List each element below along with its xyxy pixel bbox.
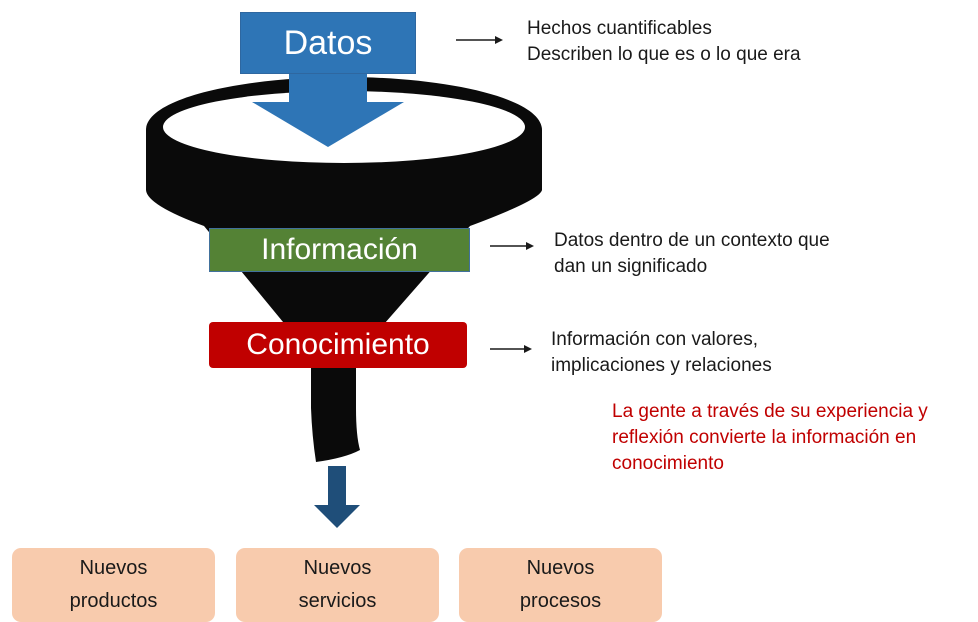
description-line: Datos dentro de un contexto que (554, 230, 830, 251)
datos-label: Datos (283, 23, 373, 62)
description-line: dan un significado (554, 256, 708, 277)
description-line: Información con valores, (551, 329, 758, 350)
output-line: Nuevos (303, 557, 372, 579)
experience-note: La gente a través de su experiencia y re… (612, 399, 928, 477)
conocimiento-description: Información con valores, implicaciones y… (551, 327, 772, 379)
arrow-right-icon-head (526, 242, 534, 250)
arrow-down-icon (314, 466, 360, 528)
note-line: conocimiento (612, 453, 724, 474)
conocimiento-box: Conocimiento (209, 322, 467, 368)
arrow-down-icon (252, 74, 404, 147)
conocimiento-label: Conocimiento (246, 328, 430, 361)
description-line: Describen lo que es o lo que era (527, 44, 801, 65)
output-box-procesos: Nuevos procesos (459, 548, 662, 622)
datos-box: Datos (240, 12, 416, 74)
arrow-right-icon-head (524, 345, 532, 353)
output-box-productos: Nuevos productos (12, 548, 215, 622)
datos-description: Hechos cuantificables Describen lo que e… (527, 16, 801, 68)
description-line: Hechos cuantificables (527, 18, 712, 39)
arrow-right-icon-head (495, 36, 503, 44)
informacion-label: Información (261, 233, 418, 266)
output-line: Nuevos (526, 557, 595, 579)
connector-arrows (456, 36, 534, 353)
informacion-box: Información (209, 228, 470, 272)
output-box-servicios: Nuevos servicios (236, 548, 439, 622)
informacion-description: Datos dentro de un contexto que dan un s… (554, 228, 830, 280)
description-line: implicaciones y relaciones (551, 355, 772, 376)
output-line: procesos (519, 590, 602, 612)
note-line: La gente a través de su experiencia y (612, 401, 928, 422)
output-line: Nuevos (79, 557, 148, 579)
output-line: productos (69, 590, 158, 612)
note-line: reflexión convierte la información en (612, 427, 917, 448)
output-line: servicios (298, 590, 377, 612)
